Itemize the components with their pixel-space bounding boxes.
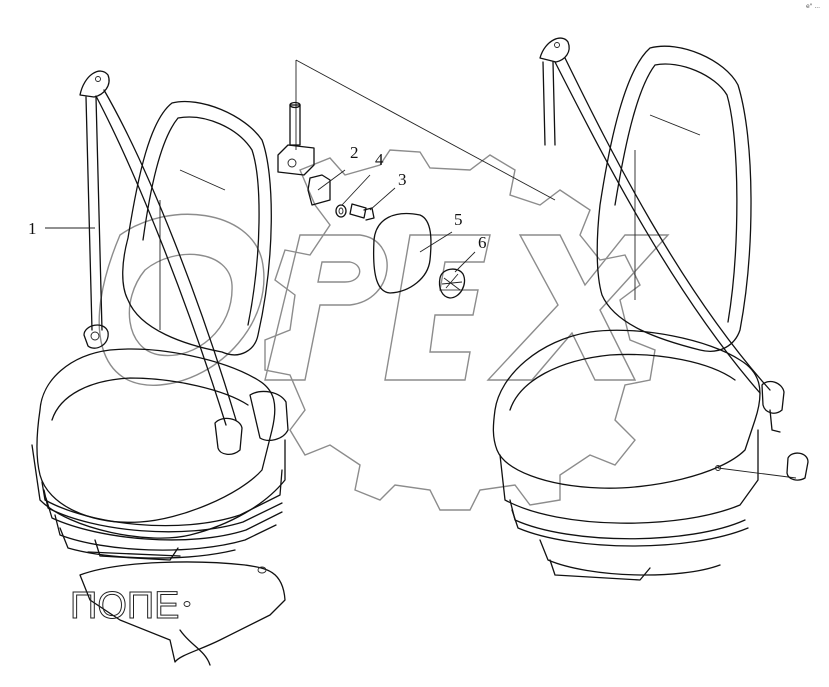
part-2-clip [307, 169, 346, 206]
left-seat-belt [79, 70, 243, 455]
right-seat-assembly [492, 45, 809, 581]
armrest-bracket [277, 101, 315, 176]
right-seat-belt [539, 37, 785, 433]
corner-mark: e" ... [806, 3, 820, 10]
left-seat-suspension [41, 469, 283, 561]
part-5-armrest-pad [372, 212, 453, 294]
exploded-view-lines [295, 59, 556, 201]
part-label-1: 1 [28, 219, 37, 238]
opex-gear-watermark [98, 149, 670, 511]
part-4-washer [335, 174, 371, 218]
part-label-5: 5 [454, 210, 463, 229]
part-6-knob [438, 251, 476, 299]
background-text: ПОПЕ [70, 585, 180, 627]
part-label-4: 4 [375, 150, 384, 169]
part-label-3: 3 [398, 170, 407, 189]
part-3-bolt [349, 187, 396, 221]
part-label-2: 2 [350, 143, 359, 162]
left-seat-assembly: ПОПЕ [31, 100, 289, 666]
part-label-6: 6 [478, 233, 487, 252]
